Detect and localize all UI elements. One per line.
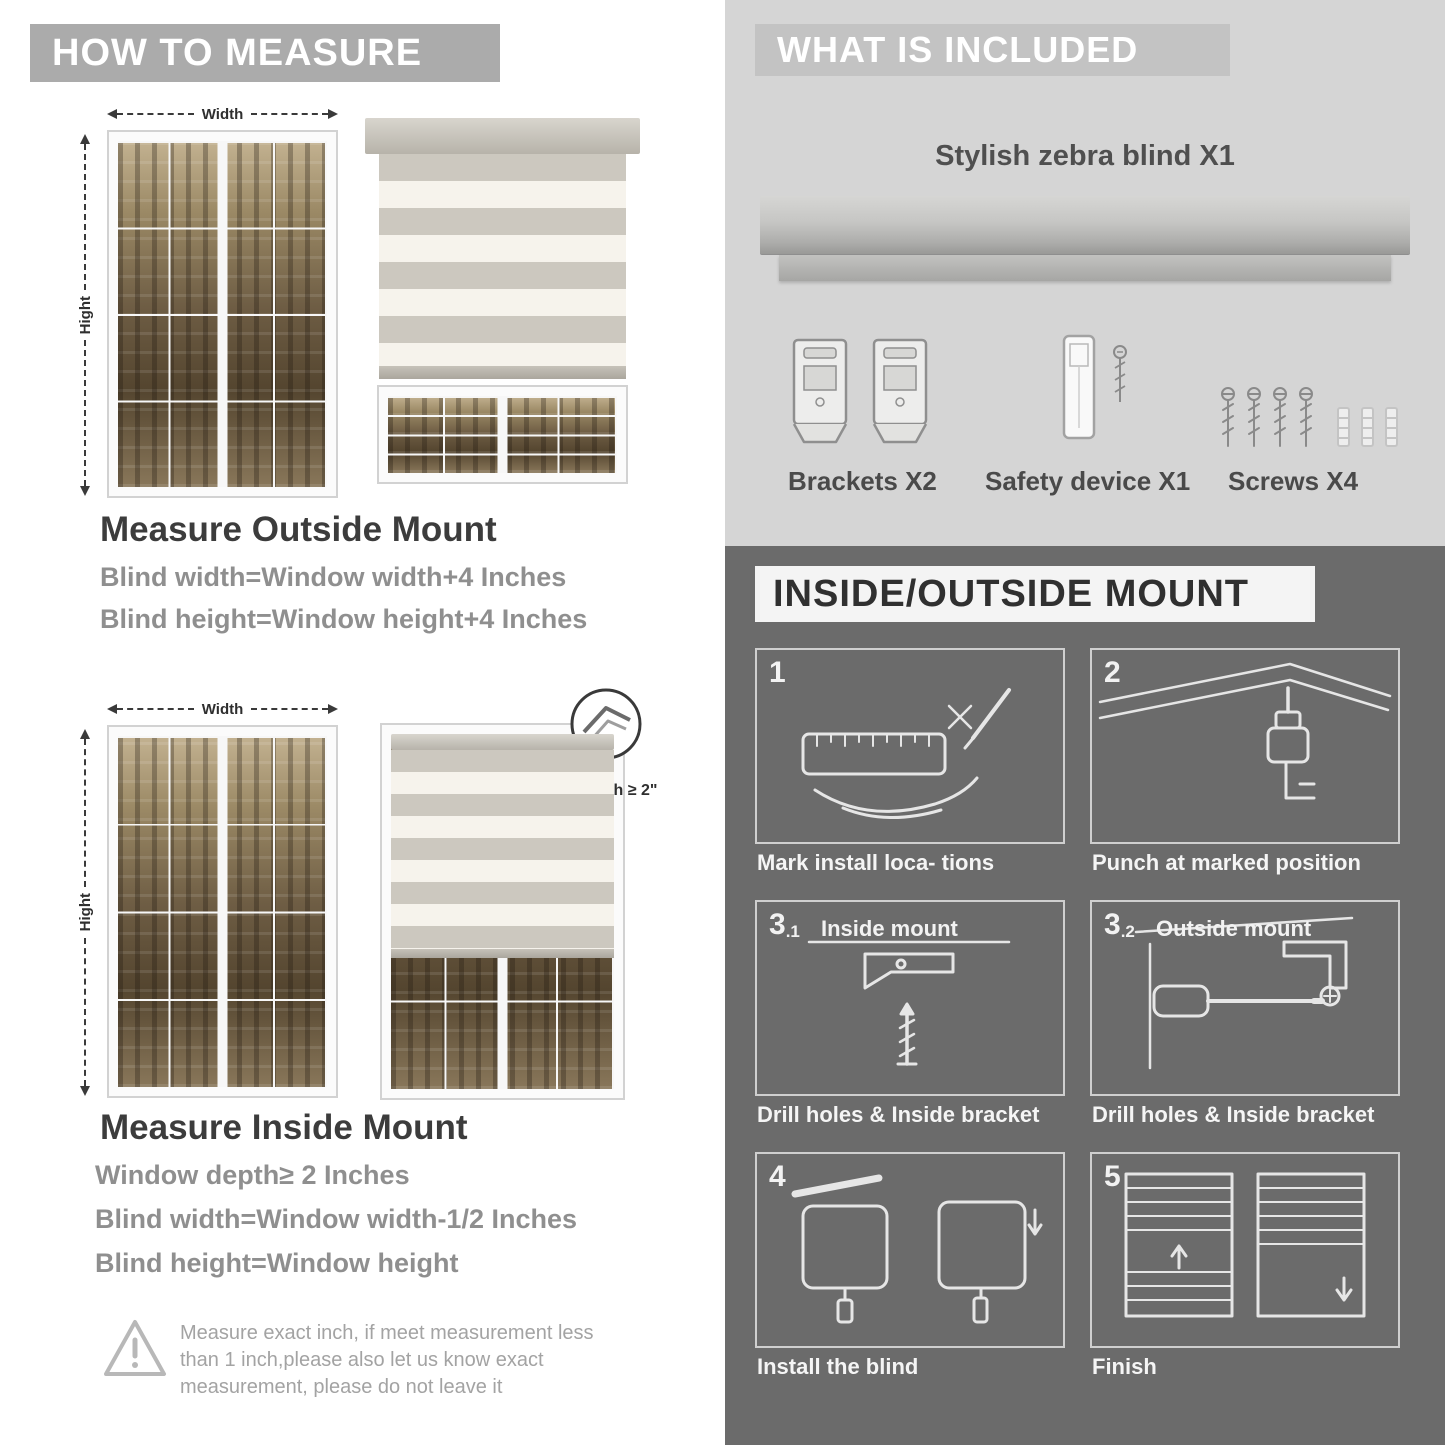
headrail-top	[760, 196, 1410, 255]
step-number: 1	[769, 656, 786, 689]
arrow-right-icon	[328, 704, 339, 714]
step-number: 3.2	[1104, 908, 1135, 941]
blind-bottom-rail	[379, 366, 626, 379]
screws-image	[1212, 382, 1412, 467]
step-2-box: 2	[1090, 648, 1400, 844]
safety-device-label: Safety device X1	[985, 466, 1191, 496]
blind-bottom-rail	[391, 948, 614, 958]
arrow-down-icon	[80, 1086, 90, 1097]
mark-locations-illustration	[801, 688, 1011, 820]
outside-bracket-illustration	[1134, 916, 1354, 1070]
window-illustration	[107, 725, 338, 1098]
inside-mount-window-figure: Width Hight	[75, 695, 340, 1098]
window-under-blind	[377, 385, 628, 484]
screws-label: Screws X4	[1228, 466, 1359, 496]
warning-triangle-icon	[100, 1316, 170, 1382]
height-label: Hight	[76, 295, 94, 335]
measurement-warning-text: Measure exact inch, if meet measurement …	[180, 1322, 594, 1398]
brackets-image	[788, 336, 932, 448]
outside-mount-blind-figure	[365, 118, 640, 496]
inside-formula-depth: Window depth≥ 2 Inches	[95, 1160, 410, 1190]
bracket-icon	[872, 338, 928, 444]
window-glass	[118, 141, 327, 487]
outside-formula-width: Blind width=Window width+4 Inches	[100, 562, 567, 592]
blind-headrail-image	[760, 196, 1410, 281]
step-number: 2	[1104, 656, 1121, 689]
safety-device-icon	[1062, 334, 1127, 440]
finish-illustration	[1124, 1172, 1366, 1318]
height-label: Hight	[76, 893, 94, 932]
window-glass	[391, 734, 614, 1089]
how-to-measure-header: HOW TO MEASURE	[30, 24, 500, 82]
width-label: Width	[201, 700, 244, 718]
brackets-label: Brackets X2	[788, 466, 937, 496]
step-number: 4	[769, 1160, 786, 1193]
arrow-right-icon	[328, 109, 339, 119]
step-2-caption: Punch at marked position	[1092, 850, 1361, 875]
inner-blind	[391, 734, 614, 958]
step-5-box: 5	[1090, 1152, 1400, 1348]
width-arrow: Width	[107, 104, 339, 124]
arrow-up-icon	[80, 729, 90, 739]
step-1-box: 1	[755, 648, 1065, 844]
screws-icon	[1221, 387, 1398, 447]
inside-mount-label: Inside mount	[821, 916, 958, 941]
window-illustration	[380, 723, 625, 1100]
arrow-up-icon	[80, 134, 90, 144]
window-glass	[118, 736, 327, 1087]
step-3-1-caption: Drill holes & Inside bracket	[757, 1102, 1040, 1127]
arrow-down-icon	[80, 486, 90, 497]
window-illustration	[107, 130, 338, 498]
step-3-2-box: 3.2 Outside mount	[1090, 900, 1400, 1096]
punch-position-illustration	[1098, 662, 1392, 800]
outside-mount-label: Outside mount	[1156, 916, 1312, 941]
step-number: 5	[1104, 1160, 1121, 1193]
step-3-1-box: 3.1 Inside mount	[755, 900, 1065, 1096]
step-5-caption: Finish	[1092, 1354, 1157, 1379]
arrow-left-icon	[107, 109, 117, 119]
step-number: 3.1	[769, 908, 800, 941]
inside-mount-blind-figure	[380, 723, 625, 1100]
blind-cassette	[365, 118, 640, 154]
step-4-caption: Install the blind	[757, 1354, 919, 1379]
height-arrow: Hight	[75, 134, 95, 497]
window-glass	[388, 396, 617, 473]
product-name: Stylish zebra blind X1	[935, 140, 1235, 172]
width-label: Width	[201, 105, 244, 123]
step-1-caption: Mark install loca- tions	[757, 850, 995, 875]
blind-cassette	[391, 734, 614, 750]
safety-device-image	[1048, 330, 1148, 461]
height-arrow: Hight	[75, 729, 95, 1097]
install-blind-illustration	[791, 1174, 1043, 1324]
outside-mount-window-figure: Width Hight	[75, 100, 340, 498]
inside-bracket-illustration	[807, 940, 1011, 1066]
headrail-lip	[779, 255, 1391, 281]
bracket-icon	[792, 338, 848, 444]
outside-mount-title: Measure Outside Mount	[100, 510, 497, 549]
inside-formula-width: Blind width=Window width-1/2 Inches	[95, 1204, 578, 1234]
zebra-stripes	[391, 750, 614, 949]
what-is-included-header: WHAT IS INCLUDED	[755, 24, 1230, 76]
width-arrow: Width	[107, 699, 339, 719]
inside-formula-height: Blind height=Window height	[95, 1248, 459, 1278]
inside-mount-title: Measure Inside Mount	[100, 1108, 468, 1147]
zebra-stripes	[379, 154, 626, 366]
step-4-box: 4	[755, 1152, 1065, 1348]
arrow-left-icon	[107, 704, 117, 714]
outside-formula-height: Blind height=Window height+4 Inches	[100, 604, 588, 634]
inside-outside-mount-header: INSIDE/OUTSIDE MOUNT	[755, 566, 1315, 622]
step-3-2-caption: Drill holes & Inside bracket	[1092, 1102, 1375, 1127]
